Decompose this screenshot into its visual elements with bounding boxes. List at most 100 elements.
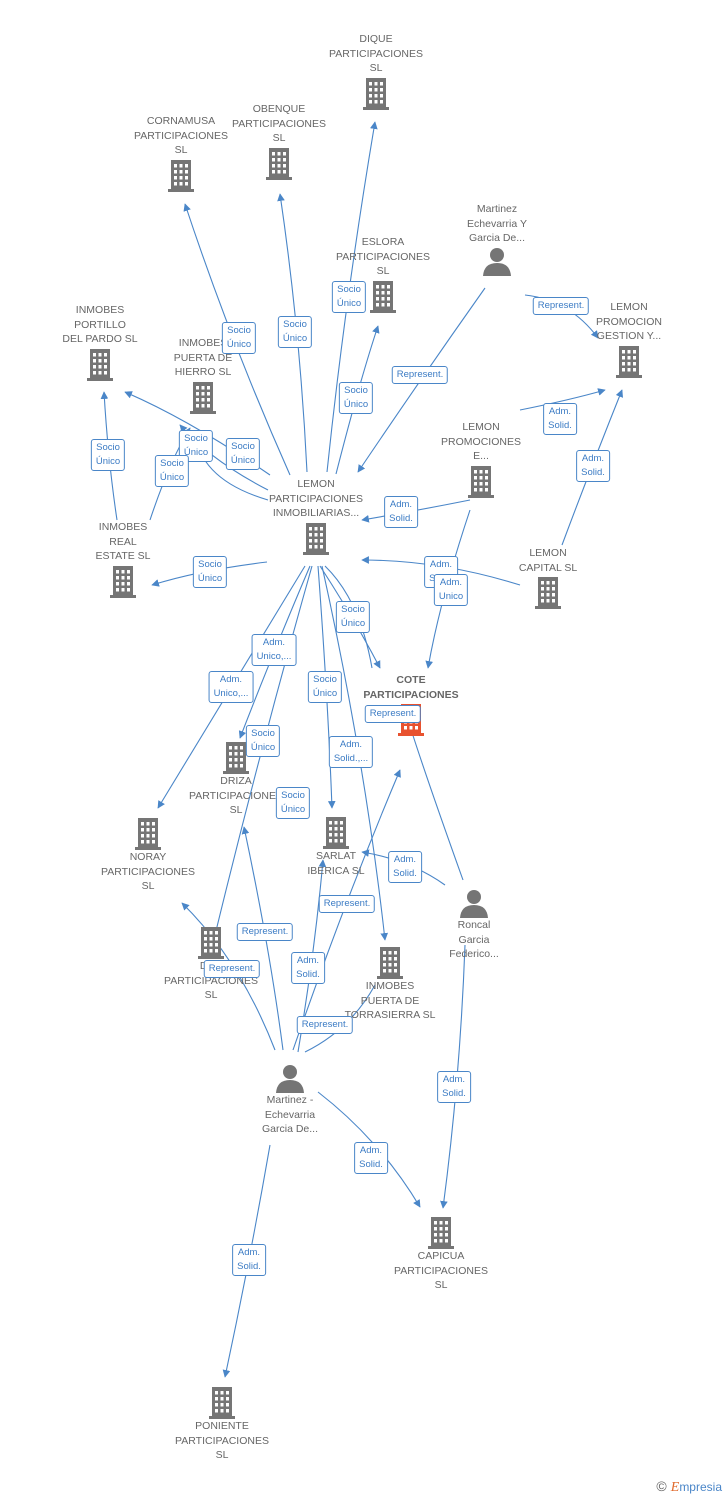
- node-noray[interactable]: NORAY PARTICIPACIONES SL: [93, 816, 203, 894]
- relation-label[interactable]: Represent.: [203, 960, 261, 978]
- relation-label[interactable]: Socio Único: [331, 281, 367, 313]
- relation-label[interactable]: Socio Único: [307, 671, 343, 703]
- building-icon: [110, 565, 136, 598]
- node-label: SARLAT IBERICA SL: [307, 850, 365, 877]
- node-label: CAPICUA PARTICIPACIONES SL: [394, 1250, 488, 1291]
- relation-label[interactable]: Socio Único: [338, 382, 374, 414]
- relation-label[interactable]: Represent.: [532, 297, 590, 315]
- node-mtz-garcia[interactable]: Martinez Echevarria Y Garcia De...: [442, 202, 552, 276]
- edge: [241, 826, 284, 1051]
- node-dique[interactable]: DIQUE PARTICIPACIONES SL: [321, 32, 431, 110]
- person-icon: [276, 1065, 304, 1093]
- relation-label[interactable]: Socio Único: [154, 455, 190, 487]
- relation-label[interactable]: Socio Único: [245, 725, 281, 757]
- edge: [519, 388, 606, 411]
- relation-label[interactable]: Represent.: [318, 895, 376, 913]
- node-portillo[interactable]: INMOBES PORTILLO DEL PARDO SL: [45, 303, 155, 381]
- node-real-estate[interactable]: INMOBES REAL ESTATE SL: [68, 520, 178, 598]
- node-label: INMOBES PUERTA DE HIERRO SL: [173, 337, 233, 378]
- relation-label[interactable]: Socio Único: [192, 556, 228, 588]
- node-cote[interactable]: COTE PARTICIPACIONES: [356, 673, 466, 736]
- relation-label[interactable]: Adm. Solid.: [384, 496, 418, 528]
- node-poniente[interactable]: PONIENTE PARTICIPACIONES SL: [167, 1385, 277, 1463]
- node-label: LEMON PROMOCION GESTION Y...: [596, 301, 662, 342]
- building-icon: [616, 345, 642, 378]
- relation-label[interactable]: Socio Único: [335, 601, 371, 633]
- building-icon: [198, 927, 224, 959]
- building-icon: [190, 381, 216, 414]
- relation-label[interactable]: Socio Único: [277, 316, 313, 348]
- person-icon: [483, 247, 511, 276]
- footer-brand: ©Empresia: [656, 1478, 722, 1496]
- node-lemon-promociones[interactable]: LEMON PROMOCIONES E...: [426, 420, 536, 498]
- relation-label[interactable]: Adm. Solid.: [354, 1142, 388, 1174]
- relation-label[interactable]: Socio Único: [178, 430, 214, 462]
- node-lemon-part[interactable]: LEMON PARTICIPACIONES INMOBILIARIAS...: [261, 477, 371, 555]
- node-label: NORAY PARTICIPACIONES SL: [101, 851, 195, 892]
- building-icon: [209, 1387, 235, 1419]
- node-label: DIQUE PARTICIPACIONES SL: [329, 33, 423, 74]
- relation-label[interactable]: Adm. Unico,...: [208, 671, 254, 703]
- node-label: ESLORA PARTICIPACIONES SL: [336, 236, 430, 277]
- copyright-symbol: ©: [656, 1478, 667, 1494]
- relation-label[interactable]: Socio Único: [90, 439, 126, 471]
- node-label: Martinez Echevarria Y Garcia De...: [467, 203, 527, 244]
- node-cornamusa[interactable]: CORNAMUSA PARTICIPACIONES SL: [126, 114, 236, 192]
- edge: [361, 499, 471, 523]
- building-icon: [468, 465, 494, 498]
- node-label: DRIZA PARTICIPACIONES SL: [189, 775, 283, 816]
- person-icon: [460, 890, 488, 918]
- node-eslora[interactable]: ESLORA PARTICIPACIONES SL: [328, 235, 438, 313]
- node-label: COTE PARTICIPACIONES: [363, 674, 459, 701]
- relation-label[interactable]: Represent.: [236, 923, 294, 941]
- building-icon: [323, 817, 349, 849]
- building-icon: [428, 1217, 454, 1249]
- relation-label[interactable]: Adm. Solid.: [437, 1071, 471, 1103]
- node-label: INMOBES REAL ESTATE SL: [95, 521, 151, 562]
- node-label: LEMON PARTICIPACIONES INMOBILIARIAS...: [269, 478, 363, 519]
- node-obenque[interactable]: OBENQUE PARTICIPACIONES SL: [224, 102, 334, 180]
- node-lemon-promocion[interactable]: LEMON PROMOCION GESTION Y...: [574, 300, 684, 378]
- relation-label[interactable]: Represent.: [364, 705, 422, 723]
- node-label: Roncal Garcia Federico...: [449, 919, 499, 960]
- node-sarlat[interactable]: SARLAT IBERICA SL: [281, 815, 391, 878]
- node-lemon-capital[interactable]: LEMON CAPITAL SL: [493, 546, 603, 609]
- building-icon: [363, 77, 389, 110]
- node-roncal[interactable]: Roncal Garcia Federico...: [419, 888, 529, 962]
- node-label: Martinez - Echevarria Garcia De...: [261, 1094, 319, 1135]
- relation-label[interactable]: Represent.: [296, 1016, 354, 1034]
- relation-label[interactable]: Adm. Solid.: [576, 450, 610, 482]
- node-label: CORNAMUSA PARTICIPACIONES SL: [134, 115, 228, 156]
- relation-label[interactable]: Adm. Solid.,...: [328, 736, 374, 768]
- relation-label[interactable]: Adm. Solid.: [543, 403, 577, 435]
- building-icon: [535, 577, 561, 609]
- node-driza[interactable]: DRIZA PARTICIPACIONES SL: [181, 740, 291, 818]
- building-icon: [168, 159, 194, 192]
- node-puerta-hierro[interactable]: INMOBES PUERTA DE HIERRO SL: [148, 336, 258, 414]
- node-label: LEMON PROMOCIONES E...: [441, 421, 521, 462]
- node-mtz-echevarria[interactable]: Martinez - Echevarria Garcia De...: [235, 1063, 345, 1137]
- node-label: OBENQUE PARTICIPACIONES SL: [232, 103, 326, 144]
- node-puerta-sierra[interactable]: INMOBES PUERTA DE TORRASIERRA SL: [335, 945, 445, 1023]
- relation-label[interactable]: Adm. Unico: [433, 574, 469, 606]
- relation-label[interactable]: Adm. Solid.: [388, 851, 422, 883]
- node-label: LEMON CAPITAL SL: [518, 547, 578, 574]
- node-capicua[interactable]: CAPICUA PARTICIPACIONES SL: [386, 1215, 496, 1293]
- relation-label[interactable]: Represent.: [391, 366, 449, 384]
- relation-label[interactable]: Socio Único: [275, 787, 311, 819]
- building-icon: [370, 280, 396, 313]
- building-icon: [135, 818, 161, 850]
- node-label: INMOBES PUERTA DE TORRASIERRA SL: [344, 980, 436, 1021]
- relation-label[interactable]: Adm. Solid.: [291, 952, 325, 984]
- building-icon: [266, 147, 292, 180]
- node-label: PONIENTE PARTICIPACIONES SL: [175, 1420, 269, 1461]
- relation-label[interactable]: Adm. Unico,...: [251, 634, 297, 666]
- brand-name: mpresia: [679, 1480, 722, 1494]
- relation-label[interactable]: Socio Único: [221, 322, 257, 354]
- building-icon: [223, 742, 249, 774]
- building-icon: [87, 348, 113, 381]
- relation-label[interactable]: Socio Único: [225, 438, 261, 470]
- relation-label[interactable]: Adm. Solid.: [232, 1244, 266, 1276]
- brand-initial: E: [670, 1480, 680, 1495]
